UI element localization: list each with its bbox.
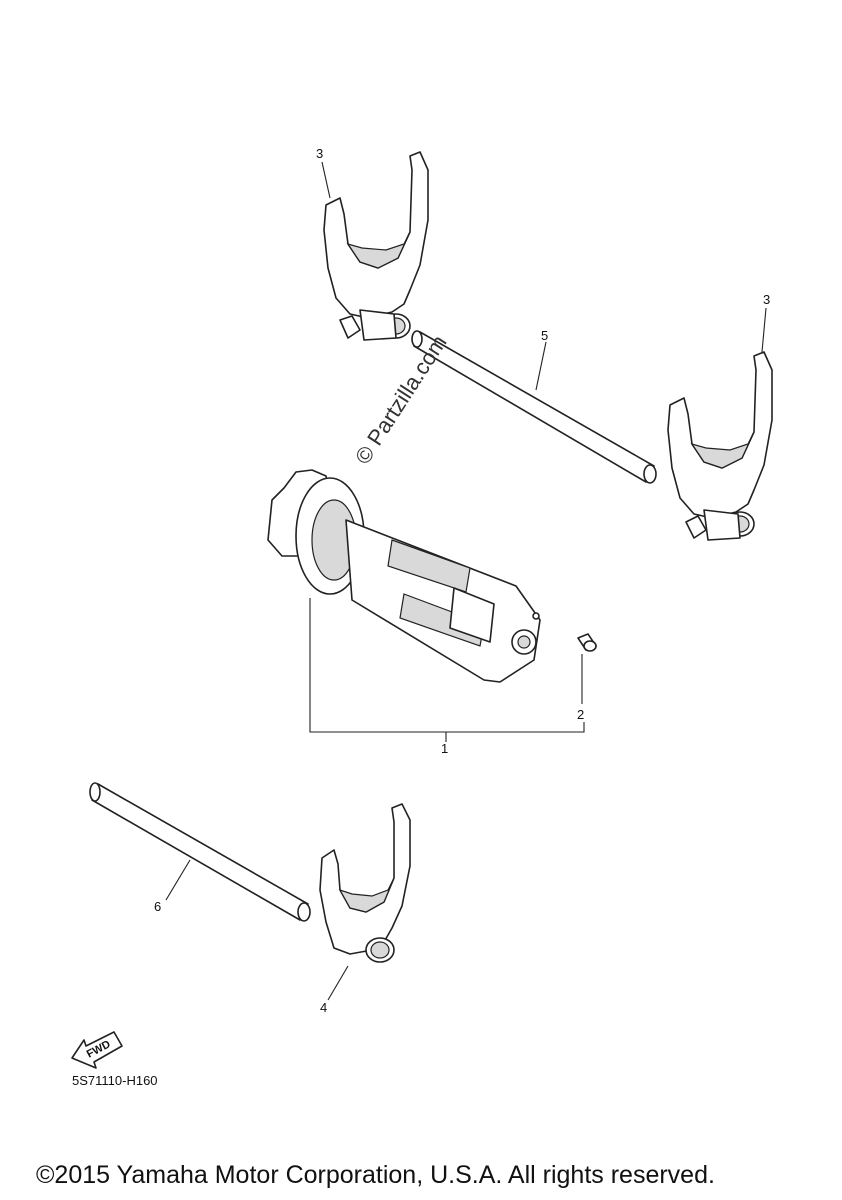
shift-fork-upper-left [321,151,429,341]
callout-guide-bar-upper: 5 [541,328,548,343]
guide-bar-lower [89,782,311,922]
callout-screw: 2 [577,707,584,722]
shift-fork-upper-right [667,307,773,541]
callout-shift-drum: 1 [441,741,448,756]
shift-fork-lower [319,803,411,1001]
diagram-code: 5S71110-H160 [72,1073,158,1088]
fwd-arrow-icon: FWD [71,1031,123,1069]
guide-bar-upper [411,330,657,484]
callout-guide-bar-lower: 6 [154,899,161,914]
copyright-notice: ©2015 Yamaha Motor Corporation, U.S.A. A… [36,1161,715,1189]
callout-shift-fork-a: 3 [316,146,323,161]
callout-bracket [309,598,585,742]
shift-drum [267,469,541,683]
callout-shift-fork-c: 4 [320,1000,327,1015]
screw [577,633,597,704]
callout-shift-fork-b: 3 [763,292,770,307]
